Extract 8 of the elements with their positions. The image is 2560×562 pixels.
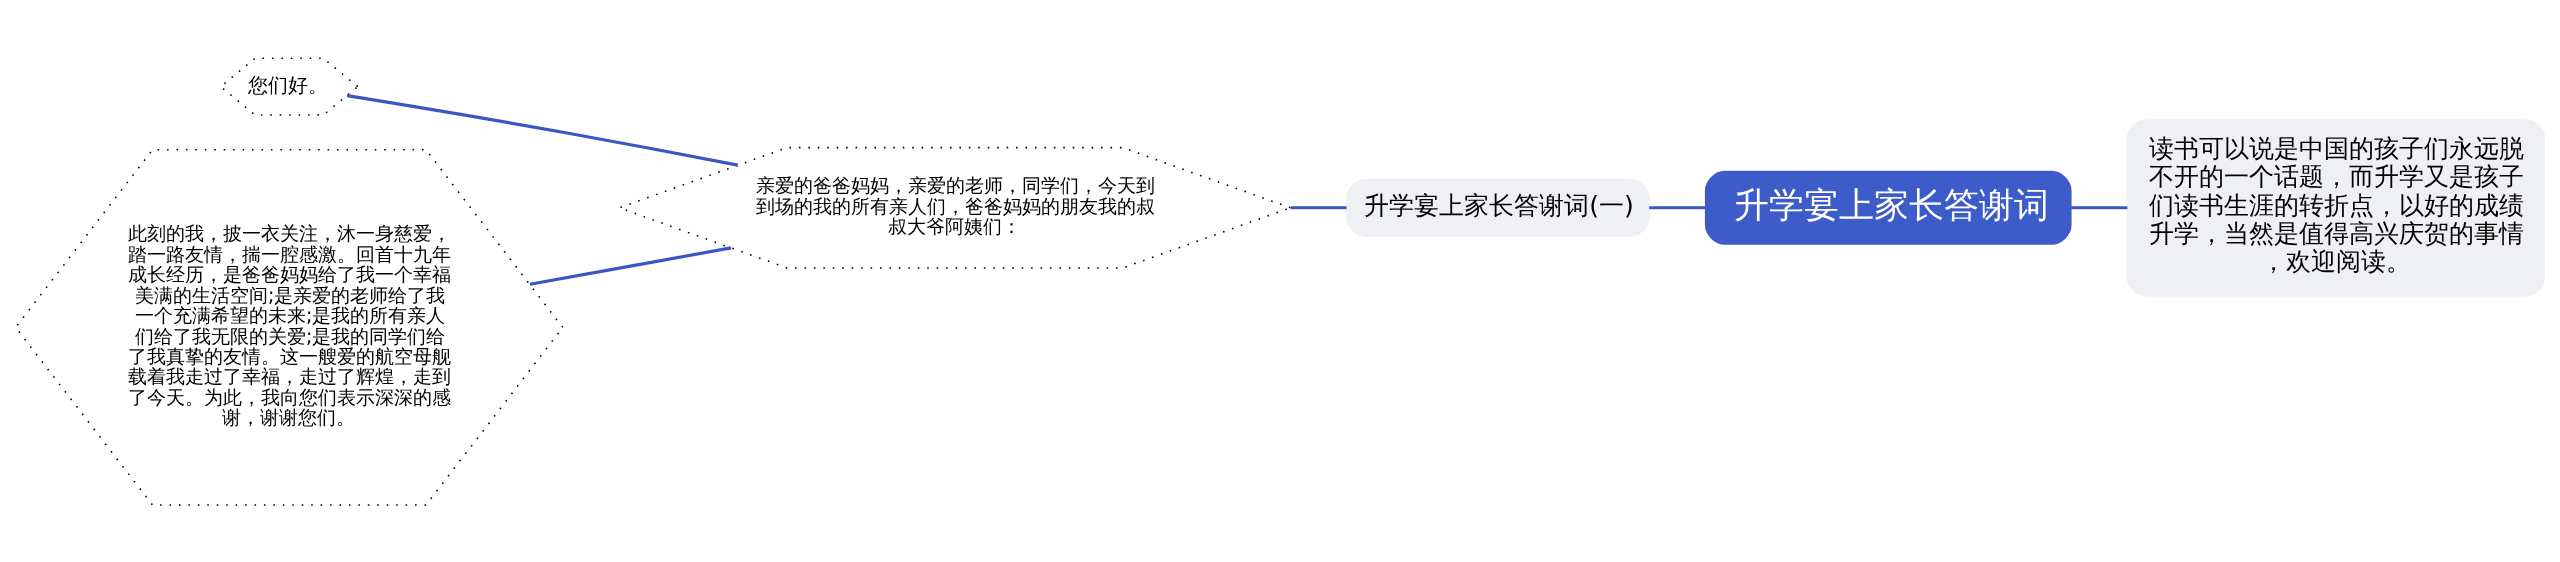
connector: [1649, 205, 1706, 209]
node-box: 升学宴上家长答谢词: [1704, 170, 2072, 245]
node-box: 读书可以说是中国的孩子们永远脱不开的一个话题，而升学又是孩子们读书生涯的转折点，以好的成绩升学，当然是值得高兴庆贺的事情，欢迎阅读。: [2126, 118, 2546, 297]
connector: [1290, 205, 1347, 209]
connector: [529, 245, 732, 286]
node-box: 升学宴上家长答谢词(一): [1346, 178, 1650, 237]
connector: [2071, 205, 2128, 209]
connector: [346, 93, 738, 167]
